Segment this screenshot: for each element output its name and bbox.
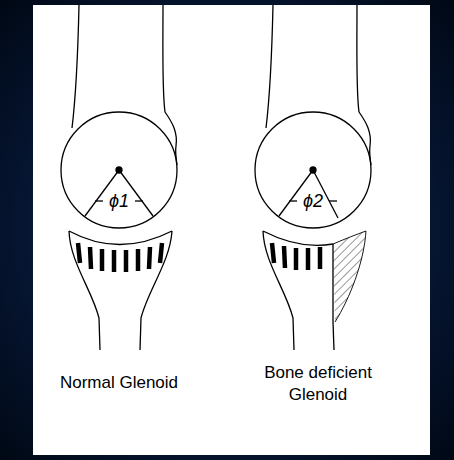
normal-shoulder bbox=[61, 5, 177, 350]
deficient-subchondral-marks bbox=[272, 243, 320, 270]
deficient-shoulder bbox=[255, 5, 371, 350]
angle-label: ϕ1 bbox=[104, 190, 134, 213]
normal-subchondral-marks bbox=[78, 243, 162, 272]
figure-caption: Bone deficient Glenoid bbox=[253, 362, 383, 406]
angle-label: ϕ2 bbox=[298, 190, 328, 213]
figure-caption: Normal Glenoid bbox=[39, 372, 199, 394]
